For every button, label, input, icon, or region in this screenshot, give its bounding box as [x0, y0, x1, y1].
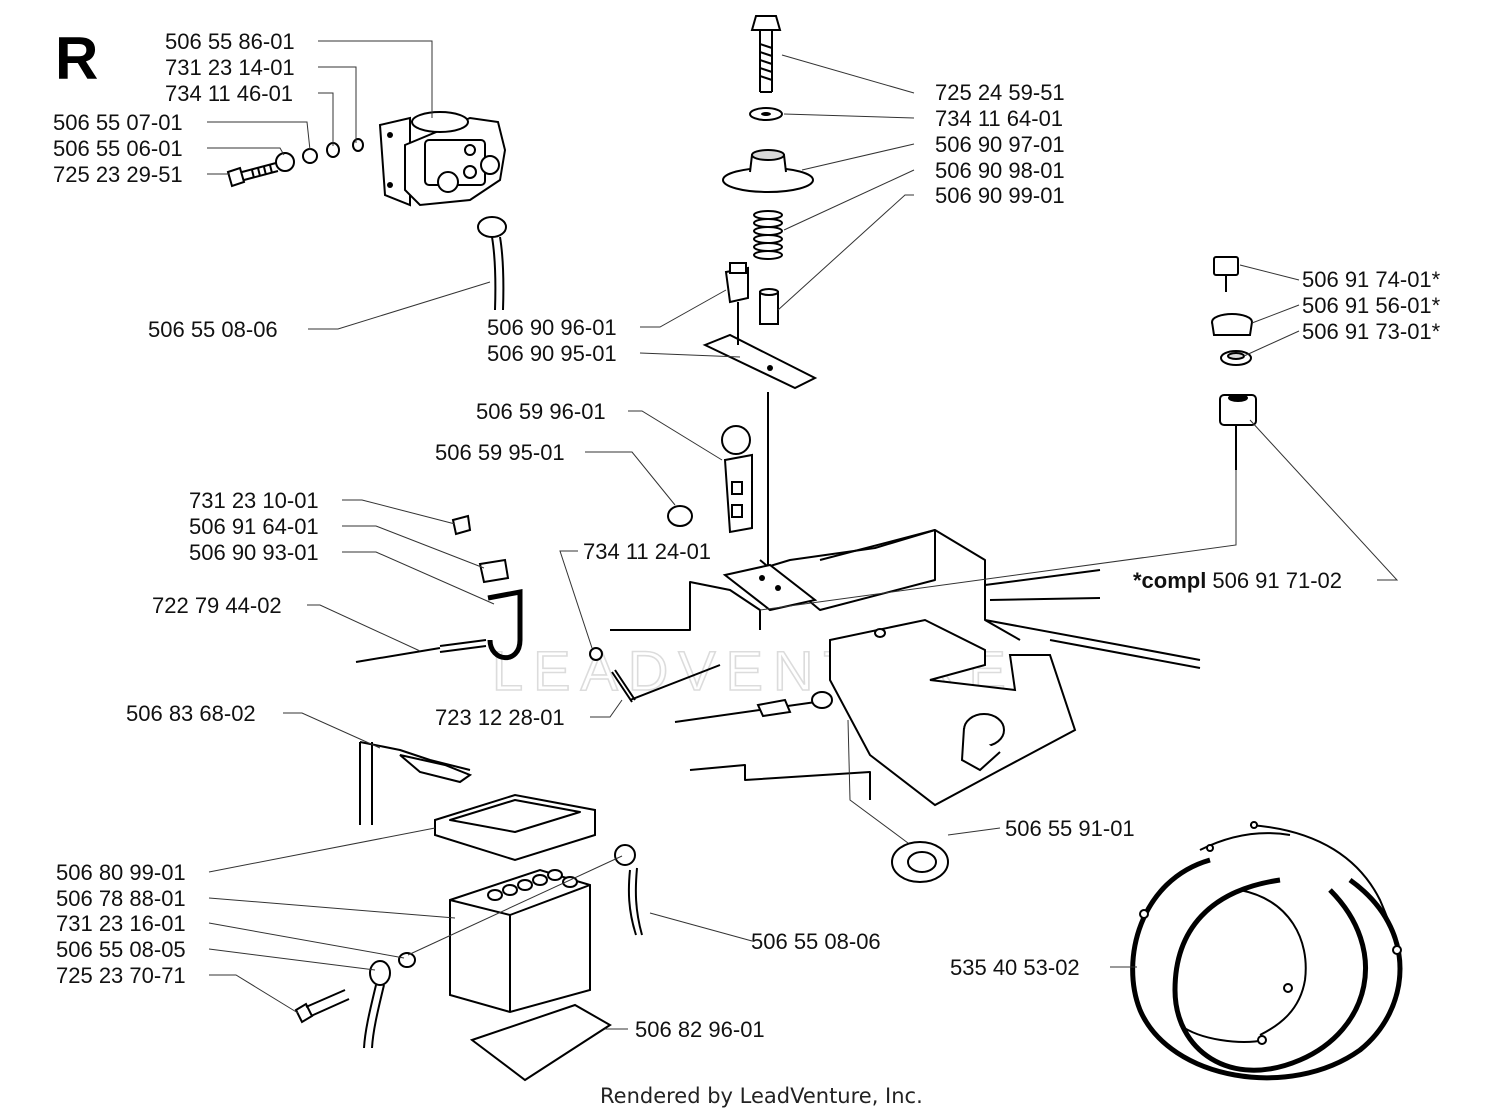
- part-label-506-91-74-01: 506 91 74-01*: [1302, 267, 1441, 292]
- part-label-506-90-97-01: 506 90 97-01: [935, 132, 1065, 157]
- throttle-assembly-drawing: [667, 15, 818, 570]
- part-label-506-55-08-06-bottom: 506 55 08-06: [751, 929, 881, 954]
- compl-number: 506 91 71-02: [1212, 568, 1342, 593]
- part-label-506-78-88-01: 506 78 88-01: [56, 886, 186, 911]
- part-label-506-55-06-01: 506 55 06-01: [53, 136, 183, 161]
- part-label-506-91-56-01: 506 91 56-01*: [1302, 293, 1441, 318]
- section-letter: R: [55, 25, 98, 92]
- part-label-723-12-28-01: 723 12 28-01: [435, 705, 565, 730]
- battery-drawing: [294, 741, 643, 1082]
- part-label-506-80-99-01: 506 80 99-01: [56, 860, 186, 885]
- part-label-506-55-07-01: 506 55 07-01: [53, 110, 183, 135]
- part-label-506-90-95-01: 506 90 95-01: [487, 341, 617, 366]
- part-label-535-40-53-02: 535 40 53-02: [950, 955, 1080, 980]
- part-label-506-90-96-01: 506 90 96-01: [487, 315, 617, 340]
- part-label-506-91-64-01: 506 91 64-01: [189, 514, 319, 539]
- bracket-clip-drawing: [355, 514, 636, 703]
- solenoid-assembly-drawing: [226, 111, 507, 311]
- dashboard-chassis-drawing: [610, 529, 1201, 807]
- part-label-734-11-64-01: 734 11 64-01: [935, 106, 1063, 131]
- part-label-734-11-46-01: 734 11 46-01: [165, 81, 293, 106]
- part-label-506-59-95-01: 506 59 95-01: [435, 440, 565, 465]
- part-label-506-82-96-01: 506 82 96-01: [635, 1017, 765, 1042]
- grommet-drawing: [891, 841, 949, 883]
- part-label-506-55-08-05: 506 55 08-05: [56, 937, 186, 962]
- part-label-725-24-59-51: 725 24 59-51: [935, 80, 1065, 105]
- part-label-506-90-98-01: 506 90 98-01: [935, 158, 1065, 183]
- part-label-725-23-70-71: 725 23 70-71: [56, 963, 186, 988]
- wiring-harness-drawing: [1130, 821, 1403, 1081]
- part-label-734-11-24-01: 734 11 24-01: [583, 539, 711, 564]
- part-label-506-59-96-01: 506 59 96-01: [476, 399, 606, 424]
- part-label-731-23-14-01: 731 23 14-01: [165, 55, 295, 80]
- footer-credit: Rendered by LeadVenture, Inc.: [600, 1084, 923, 1108]
- part-label-506-90-99-01: 506 90 99-01: [935, 183, 1065, 208]
- leader-lines: [207, 40, 1399, 1030]
- part-label-506-55-86-01: 506 55 86-01: [165, 29, 295, 54]
- part-label-725-23-29-51: 725 23 29-51: [53, 162, 183, 187]
- compl-prefix: *compl: [1133, 568, 1206, 593]
- part-label-506-83-68-02: 506 83 68-02: [126, 701, 256, 726]
- part-label-731-23-10-01: 731 23 10-01: [189, 488, 319, 513]
- part-label-506-55-08-06-top: 506 55 08-06: [148, 317, 278, 342]
- part-label-506-91-73-01: 506 91 73-01*: [1302, 319, 1441, 344]
- part-label-506-55-91-01: 506 55 91-01: [1005, 816, 1135, 841]
- part-label-506-90-93-01: 506 90 93-01: [189, 540, 319, 565]
- part-label-731-23-16-01: 731 23 16-01: [56, 911, 186, 936]
- spring-coils-drawing: [753, 210, 783, 260]
- part-label-722-79-44-02: 722 79 44-02: [152, 593, 282, 618]
- ignition-switch-drawing: [1211, 256, 1257, 470]
